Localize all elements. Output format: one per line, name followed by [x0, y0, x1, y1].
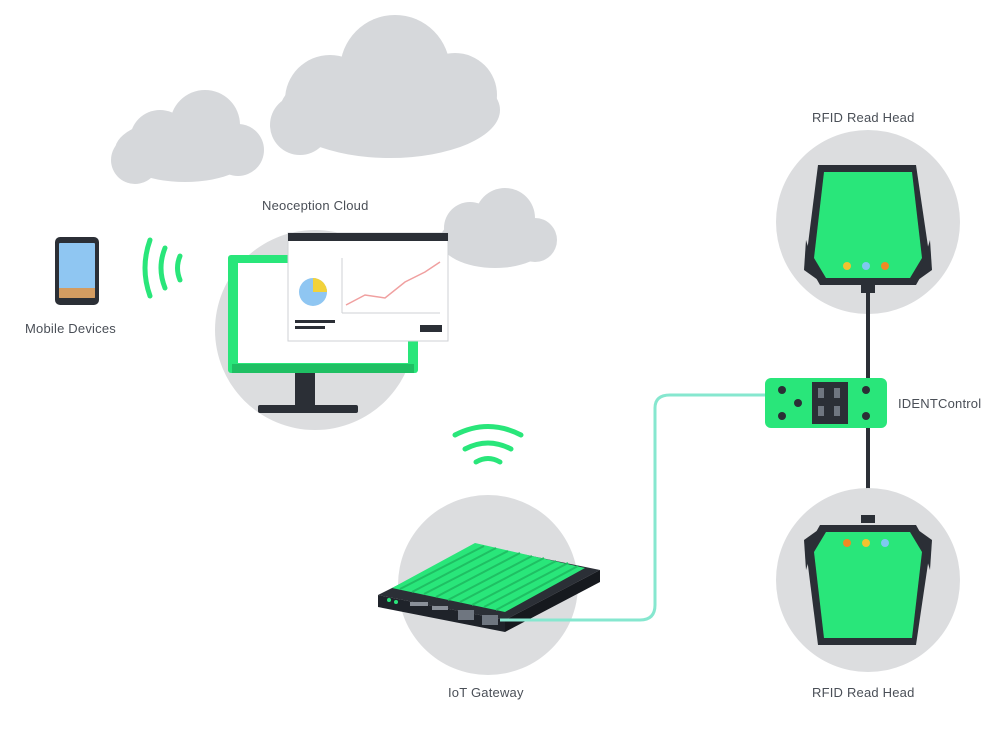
- rfid-reader-icon: [804, 515, 932, 645]
- iot-gateway-label: IoT Gateway: [448, 685, 524, 700]
- ethernet-cable: [500, 393, 775, 622]
- cloud-icon: [440, 188, 557, 268]
- rfid-read-head-top-label: RFID Read Head: [812, 110, 915, 125]
- wifi-icon: [142, 237, 183, 299]
- neoception-cloud-label: Neoception Cloud: [262, 198, 369, 213]
- gateway-icon: [378, 543, 600, 632]
- identcontrol-label: IDENTControl: [898, 396, 982, 411]
- rfid-reader-icon: [804, 165, 932, 293]
- wifi-icon: [452, 424, 524, 465]
- mobile-devices-label: Mobile Devices: [25, 321, 116, 336]
- identcontrol-icon: [765, 378, 887, 428]
- cloud-icon: [111, 90, 264, 184]
- rfid-read-head-bottom-label: RFID Read Head: [812, 685, 915, 700]
- cloud-icon: [270, 15, 500, 158]
- phone-icon: [55, 237, 99, 305]
- dashboard-window: [287, 232, 449, 342]
